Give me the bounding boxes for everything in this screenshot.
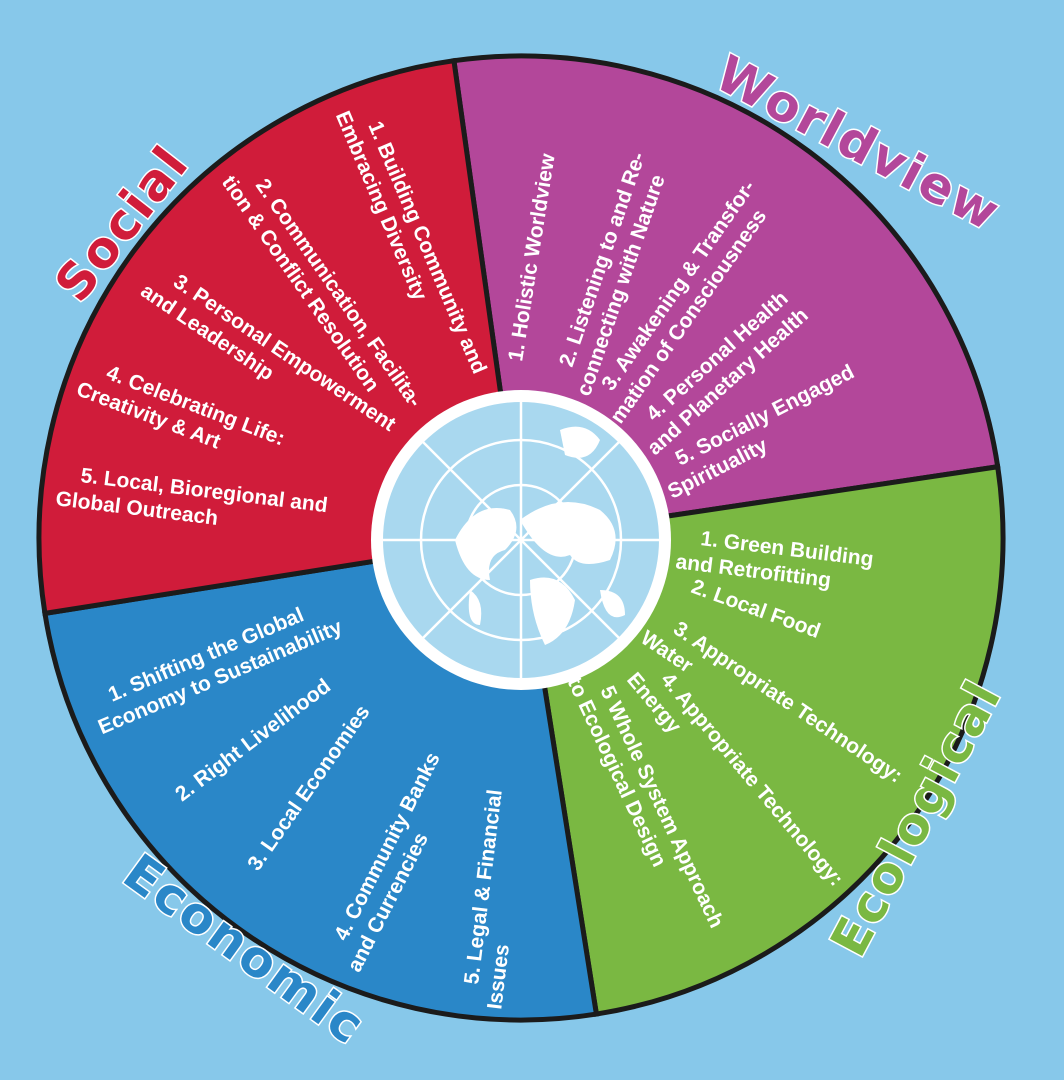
globe-icon [371, 390, 671, 690]
